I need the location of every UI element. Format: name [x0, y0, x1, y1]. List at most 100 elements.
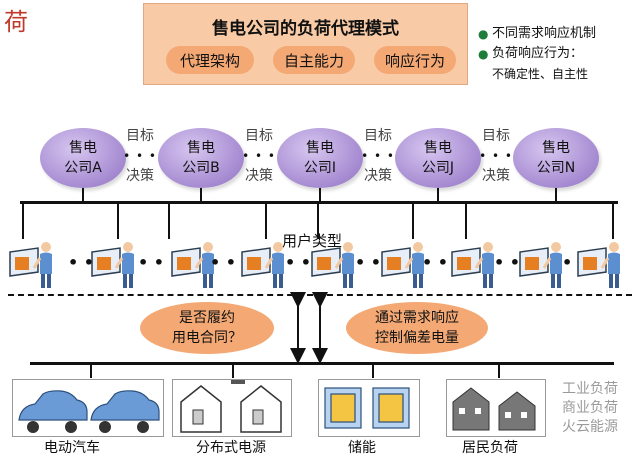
oval-text: 用电合同？: [172, 330, 242, 346]
residential-label: 居民负荷: [462, 440, 518, 456]
connector-line: [465, 203, 467, 239]
dg-label: 分布式电源: [196, 440, 266, 456]
battery-icon: [324, 387, 410, 429]
connector-line: [200, 188, 202, 202]
user-icon: [576, 240, 622, 290]
pill-response-behavior: 响应行为: [374, 46, 456, 74]
user-icon: [90, 240, 136, 290]
company-n-node: 售电 公司N: [513, 128, 599, 188]
decision-decide: 决策: [364, 168, 392, 184]
ellipsis-icon: • •: [138, 253, 164, 272]
user-icon: [310, 240, 356, 290]
decision-label: 目标 • • • 决策: [122, 126, 158, 186]
company-label: 售电: [187, 140, 215, 156]
user-icon: [518, 240, 564, 290]
connector-line: [372, 364, 374, 378]
decision-target: 目标: [126, 128, 154, 144]
company-label: 公司J: [421, 160, 455, 176]
decision-target: 目标: [245, 128, 273, 144]
corner-title-char: 荷: [4, 8, 28, 36]
user-icon: [380, 240, 426, 290]
ellipsis-icon: • •: [355, 253, 381, 272]
storage-label: 储能: [348, 440, 376, 456]
company-label: 售电: [69, 140, 97, 156]
company-label: 公司I: [303, 160, 337, 176]
company-a-node: 售电 公司A: [40, 128, 126, 188]
company-label: 售电: [424, 140, 452, 156]
watermark-industrial: 工业负荷: [562, 381, 618, 397]
agency-mode-panel: 售电公司的负荷代理模式 代理架构 自主能力 响应行为: [143, 3, 468, 85]
connector-line: [22, 203, 24, 239]
ellipsis-icon: • •: [68, 253, 94, 272]
connector-line: [265, 203, 267, 239]
bullet-icon: ●: [478, 27, 489, 41]
decision-decide: 决策: [482, 168, 510, 184]
oval-text: 通过需求响应: [375, 310, 459, 326]
connector-line: [437, 188, 439, 202]
connector-line: [498, 364, 500, 378]
ellipsis-icon: • •: [494, 253, 520, 272]
car-icon: [18, 390, 160, 433]
ev-label: 电动汽车: [44, 440, 100, 456]
note-load-behavior: 负荷响应行为：: [492, 46, 584, 61]
watermark-brand: 火云能源: [562, 419, 618, 435]
watermark: 工业负荷 商业负荷 火云能源: [562, 380, 618, 437]
note-mechanism: 不同需求响应机制: [492, 26, 597, 41]
panel-title: 售电公司的负荷代理模式: [212, 19, 399, 39]
bullet-icon: ●: [478, 47, 489, 61]
connector-line: [317, 203, 319, 239]
residential-box: [446, 379, 546, 437]
pill-autonomy: 自主能力: [273, 46, 355, 74]
users-row: • • • • • • • • • • • • • • • •: [8, 240, 622, 290]
decision-decide: 决策: [245, 168, 273, 184]
company-bus: [20, 201, 618, 204]
user-icon: [450, 240, 496, 290]
dg-box: [172, 379, 292, 437]
user-type-label: 用户类型: [282, 232, 343, 250]
decision-label: 目标 • • • 决策: [478, 126, 514, 186]
house-icon: [180, 380, 282, 433]
decision-decide: 决策: [126, 168, 154, 184]
connector-line: [232, 364, 234, 378]
note-uncertainty: 不确定性、自主性: [492, 67, 589, 81]
contract-question-oval: 是否履约 用电合同？: [140, 302, 274, 354]
company-b-node: 售电 公司B: [158, 128, 244, 188]
connector-line: [82, 188, 84, 202]
decision-dots: • • •: [123, 149, 157, 163]
ellipsis-icon: • •: [422, 253, 448, 272]
decision-target: 目标: [482, 128, 510, 144]
company-j-node: 售电 公司J: [395, 128, 481, 188]
user-icon: [8, 240, 54, 290]
load-bus: [30, 362, 614, 365]
oval-text: 控制偏差电量: [375, 330, 459, 346]
company-label: 公司N: [536, 160, 576, 176]
user-icon: [170, 240, 216, 290]
decision-dots: • • •: [479, 149, 513, 163]
company-i-node: 售电 公司I: [277, 128, 363, 188]
building-icon: [452, 387, 536, 431]
company-label: 售电: [542, 140, 570, 156]
notes-list: ● 不同需求响应机制 ● 负荷响应行为： 不确定性、自主性: [478, 24, 596, 84]
ellipsis-icon: •: [562, 253, 572, 272]
decision-label: 目标 • • • 决策: [360, 126, 396, 186]
pill-agency-structure: 代理架构: [166, 46, 254, 74]
ellipsis-icon: • •: [285, 253, 311, 272]
oval-text: 是否履约: [179, 310, 235, 326]
ev-box: [12, 379, 164, 437]
note-item: ● 不同需求响应机制: [478, 24, 596, 44]
decision-dots: • • •: [242, 149, 276, 163]
deviation-control-oval: 通过需求响应 控制偏差电量: [346, 302, 488, 354]
user-icon: [240, 240, 286, 290]
company-label: 公司A: [64, 160, 102, 176]
connector-line: [117, 203, 119, 239]
company-label: 公司B: [182, 160, 220, 176]
watermark-commercial: 商业负荷: [562, 400, 618, 416]
decision-dots: • • •: [361, 149, 395, 163]
decision-label: 目标 • • • 决策: [241, 126, 277, 186]
connector-line: [612, 203, 614, 239]
connector-line: [555, 188, 557, 202]
company-label: 售电: [306, 140, 334, 156]
connector-line: [168, 203, 170, 239]
note-item: ● 负荷响应行为：: [478, 44, 596, 64]
connector-line: [412, 203, 414, 239]
